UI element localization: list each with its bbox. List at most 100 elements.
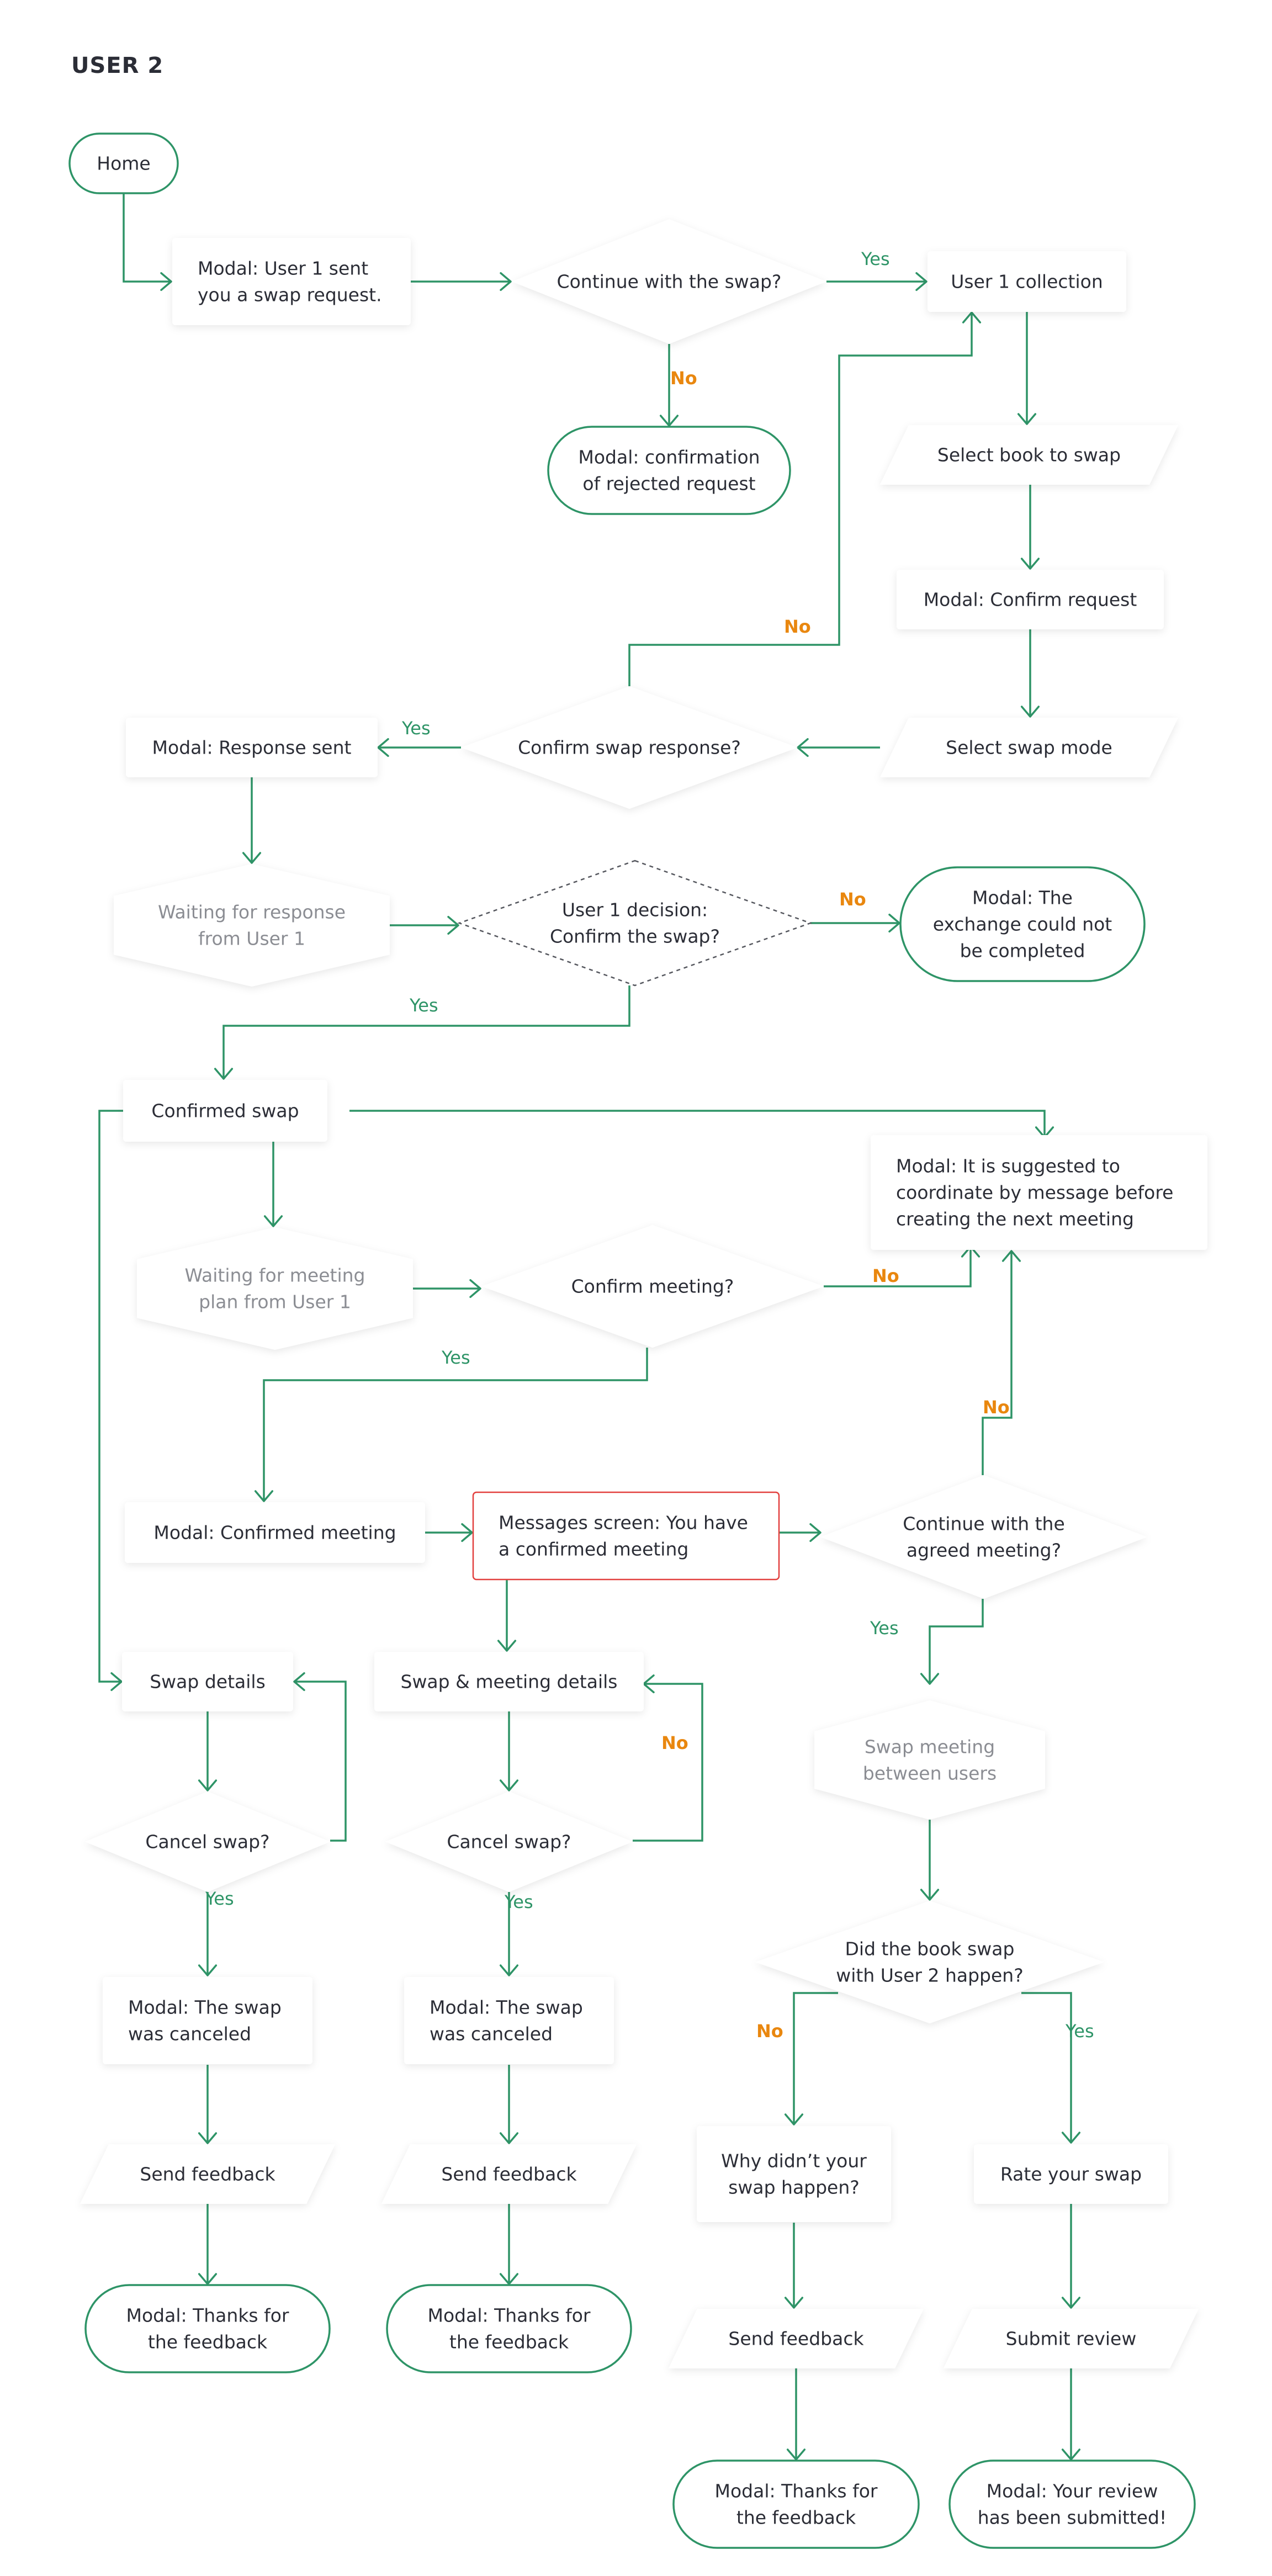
- edge-home-to-request: [123, 193, 171, 283]
- user1-collection-shape: [928, 251, 1126, 312]
- edge-label-yes: Yes: [441, 1347, 470, 1368]
- send-feedback-3-shape: [669, 2309, 924, 2368]
- edge-decision-yes: [222, 985, 630, 1079]
- edge-label-yes: Yes: [205, 1888, 234, 1909]
- modal-rejected-shape: [547, 426, 791, 515]
- edge-canceled-1-to-feedback-arrowhead: [198, 2132, 218, 2144]
- edge-feedback-1-to-thanks-arrowhead: [198, 2273, 218, 2285]
- edge-response-yes-arrowhead: [377, 738, 389, 757]
- node-user1-collection: User 1 collection: [928, 251, 1126, 312]
- edge-confirmed-to-waiting-plan-arrowhead: [263, 1215, 283, 1227]
- select-book-shape: [880, 425, 1178, 485]
- modal-not-completed-shape: [899, 866, 1146, 982]
- edge-decision-no-arrowhead: [888, 913, 900, 933]
- edge-confirmed-meeting-to-messages-arrowhead: [461, 1523, 473, 1543]
- node-swap-meeting-details: Swap & meeting details: [374, 1652, 644, 1711]
- continue-swap-label: Continue with the swap?: [557, 271, 782, 293]
- edge-meeting-to-did-happen-arrowhead: [920, 1889, 940, 1901]
- edge-request-to-continue-arrowhead: [500, 272, 512, 291]
- did-swap-happen-shape: [755, 1901, 1104, 2023]
- edge-continue-meeting-no: [982, 1251, 1013, 1475]
- edge-cancel-1-no-loop: [294, 1681, 347, 1842]
- submit-review-shape: [944, 2309, 1199, 2368]
- edge-response-no-arrowhead: [962, 311, 982, 324]
- edge-label-no: No: [983, 1397, 1010, 1418]
- edge-collection-to-select-book-arrowhead: [1017, 413, 1037, 425]
- node-send-feedback-1: Send feedback: [80, 2144, 335, 2204]
- edge-details-to-cancel-1-arrowhead: [198, 1779, 218, 1791]
- modal-coordinate-shape: [871, 1135, 1207, 1250]
- send-feedback-2-shape: [381, 2144, 637, 2204]
- rate-swap-label: Rate your swap: [1000, 2164, 1142, 2185]
- user1-decision-shape: [457, 860, 813, 987]
- messages-screen-shape: [472, 1491, 780, 1581]
- edge-label-yes: Yes: [401, 718, 431, 739]
- modal-canceled-1-shape: [103, 1977, 312, 2064]
- node-modal-confirmed-meeting: Modal: Confirmed meeting: [125, 1502, 425, 1563]
- swap-meeting-details-label: Swap & meeting details: [401, 1671, 618, 1693]
- edge-plan-to-confirm-meeting-arrowhead: [469, 1279, 481, 1298]
- page-title: USER 2: [71, 53, 164, 78]
- modal-response-sent-shape: [126, 718, 378, 777]
- edge-messages-to-details-arrowhead: [497, 1640, 517, 1652]
- node-confirm-swap-response: Confirm swap response?: [461, 686, 798, 809]
- node-send-feedback-2: Send feedback: [381, 2144, 637, 2204]
- edge-cancel-1-no-loop-arrowhead: [293, 1672, 305, 1692]
- user1-decision-label: User 1 decision:Confirm the swap?: [550, 899, 720, 947]
- edge-label-yes: Yes: [409, 995, 438, 1016]
- modal-review-submitted-shape: [948, 2460, 1196, 2549]
- continue-swap-shape: [512, 219, 826, 344]
- edge-label-yes: Yes: [861, 248, 890, 269]
- edge-confirm-meeting-yes-arrowhead: [254, 1490, 274, 1502]
- edge-continue-no-arrowhead: [659, 415, 679, 427]
- rate-swap-shape: [974, 2144, 1168, 2204]
- edge-label-no: No: [784, 616, 811, 637]
- edge-continue-meeting-no-arrowhead: [1001, 1250, 1021, 1262]
- confirm-meeting-label: Confirm meeting?: [571, 1276, 734, 1297]
- confirm-meeting-shape: [481, 1225, 824, 1348]
- edge-continue-meeting-yes: [929, 1599, 984, 1684]
- edge-select-book-to-confirm-arrowhead: [1020, 558, 1040, 570]
- node-cancel-swap-2: Cancel swap?: [385, 1791, 633, 1892]
- node-confirmed-swap: Confirmed swap: [123, 1080, 327, 1142]
- submit-review-label: Submit review: [1006, 2328, 1137, 2350]
- modal-swap-request-shape: [172, 238, 411, 325]
- modal-confirm-request-shape: [897, 570, 1164, 629]
- edge-details-loop-arrowhead: [110, 1672, 123, 1692]
- edge-did-happen-yes: [1021, 1992, 1072, 2143]
- edge-feedback-3-to-thanks-arrowhead: [786, 2448, 806, 2461]
- node-select-swap-mode: Select swap mode: [880, 718, 1178, 777]
- cancel-swap-2-shape: [385, 1791, 633, 1892]
- why-didnt-shape: [697, 2126, 891, 2222]
- edge-confirm-meeting-yes: [263, 1348, 648, 1501]
- edge-decision-yes-arrowhead: [214, 1068, 234, 1080]
- edge-label-no: No: [839, 889, 866, 910]
- modal-confirm-request-label: Modal: Confirm request: [924, 589, 1137, 611]
- edge-canceled-2-to-feedback-arrowhead: [499, 2132, 519, 2144]
- swap-meeting-details-shape: [374, 1652, 644, 1711]
- edge-label-yes: Yes: [870, 1618, 899, 1639]
- modal-thanks-2-shape: [386, 2284, 632, 2373]
- edge-label-no: No: [670, 368, 697, 389]
- node-confirm-meeting: Confirm meeting?: [481, 1225, 824, 1348]
